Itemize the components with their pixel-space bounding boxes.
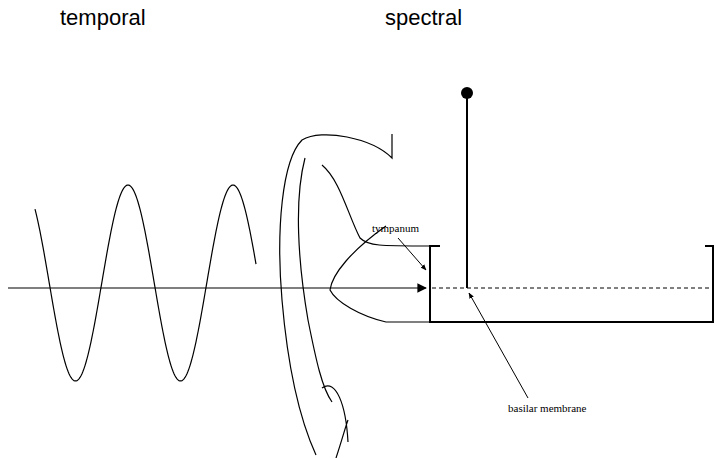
- sound-arrow: [8, 287, 426, 288]
- section-label: temporal: [60, 6, 146, 30]
- cochlea-tank: [430, 246, 713, 322]
- resonator-stick: [466, 93, 468, 288]
- ear-canal-upper: [322, 165, 430, 246]
- basilar-membrane-line: [432, 288, 713, 289]
- part-label: basilar membrane: [508, 402, 587, 414]
- section-label: spectral: [385, 6, 462, 30]
- sound-wave: [35, 185, 256, 381]
- resonator-dot: [461, 87, 473, 99]
- ear-antihelix: [298, 158, 332, 402]
- part-label: tympanum: [372, 222, 419, 234]
- ear-canal-lower: [330, 226, 430, 322]
- leader-line: [398, 238, 426, 270]
- leader-line: [469, 293, 528, 398]
- ear-lobe: [322, 386, 348, 458]
